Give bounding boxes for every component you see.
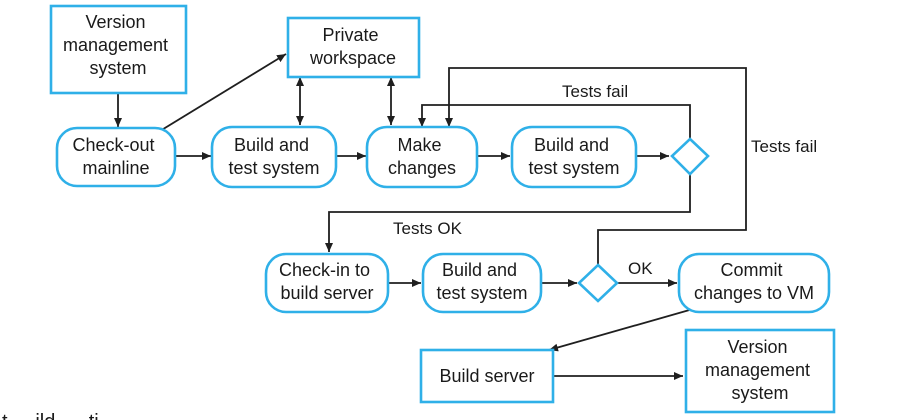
nodes: Version management system Private worksp… [49,4,836,414]
label-ok: OK [628,259,653,278]
svg-text:Check-out mainline: Check-out mainline [72,135,159,178]
node-build-and-test-system-2: Build and test system [510,125,638,189]
node-private-workspace: Private workspace [286,16,421,79]
node-line: test system [228,158,319,178]
node-line: Build and [442,260,517,280]
node-line: system [89,58,146,78]
svg-text:Private workspace: Private workspace [309,25,396,68]
edge-decision2-tests-fail-loop [445,67,747,265]
node-line: workspace [309,48,396,68]
node-line: test system [528,158,619,178]
node-line: test system [436,283,527,303]
edge-labels: Tests fail Tests fail Tests OK OK [393,82,817,278]
node-line: management [63,35,168,55]
node-line: Version [85,12,145,32]
node-build-and-test-system-3: Build and test system [421,252,543,314]
svg-text:Check-in to build serv: Check-in to build server [279,260,375,303]
node-decision-2 [577,263,619,303]
node-line: Build server [439,366,534,386]
svg-text:Commit changes to VM: Commit changes to VM [694,260,814,303]
node-decision-1 [670,137,710,176]
node-commit-changes-to-vm: Commit changes to VM [677,252,831,314]
cut-off-caption-text: t ild ti [2,411,99,420]
edge-checkout-to-workspace [159,53,287,132]
svg-text:Build server: Build server [439,366,534,386]
node-line: Private [322,25,378,45]
node-version-management-system-top: Version management system [49,4,188,95]
node-line: changes to VM [694,283,814,303]
label-tests-ok: Tests OK [393,219,463,238]
edge-commit-to-buildserver [548,306,701,352]
node-line: Version [727,337,787,357]
node-version-management-system-bottom: Version management system [684,328,836,414]
node-line: system [731,383,788,403]
edge-decision1-tests-ok [325,174,691,252]
node-build-and-test-system-1: Build and test system [210,125,338,189]
node-line: build server [280,283,373,303]
node-line: management [705,360,810,380]
svg-text:Build and test system: Build and test system [228,135,319,178]
node-make-changes: Make changes [365,125,479,189]
svg-text:Version management: Version management system [705,337,815,403]
svg-text:Build and test system: Build and test system [528,135,619,178]
node-line: Build and [534,135,609,155]
edge-decision1-tests-fail-loop [418,104,691,139]
node-line: Check-out [72,135,154,155]
node-line: Check-in to [279,260,370,280]
node-build-server: Build server [419,348,555,404]
label-tests-fail-inner: Tests fail [562,82,628,101]
svg-text:Build and test system: Build and test system [436,260,527,303]
node-line: mainline [82,158,149,178]
node-line: changes [388,158,456,178]
svg-text:Version management: Version management system [63,12,173,78]
node-check-out-mainline: Check-out mainline [55,126,177,188]
svg-text:Make changes: Make changes [388,135,456,178]
node-line: Make [397,135,441,155]
node-line: Build and [234,135,309,155]
node-check-in-to-build-server: Check-in to build server [264,252,390,314]
node-line: Commit [720,260,782,280]
edges [114,53,747,380]
label-tests-fail-outer: Tests fail [751,137,817,156]
